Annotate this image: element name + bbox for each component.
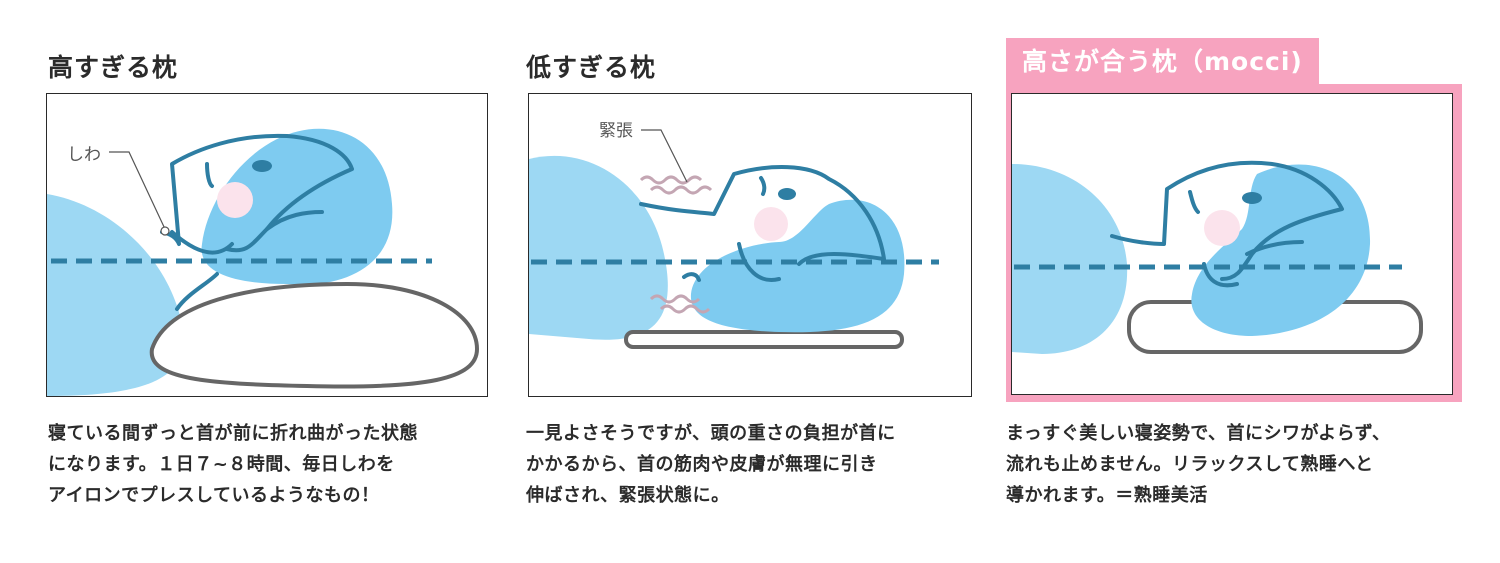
eye: [252, 160, 272, 172]
description-line: 流れも止めません。リラックスして熟睡へと: [1006, 454, 1374, 475]
face-outline: [639, 165, 886, 266]
tension-wave: [659, 304, 711, 314]
illustration-fitted-pillow: [1011, 93, 1453, 395]
description-line: 伸ばされ、緊張状態に。: [526, 485, 730, 506]
tension-wave: [649, 185, 713, 195]
cheek: [217, 182, 253, 218]
annotation-label: しわ: [67, 145, 101, 165]
head-shadow: [690, 199, 905, 333]
body-shape: [1012, 164, 1128, 354]
high-pillow: [149, 281, 480, 389]
description-line: 寝ている間ずっと首が前に折れ曲がった状態: [48, 423, 418, 444]
body-shape: [47, 194, 184, 396]
tension-wave: [639, 175, 703, 185]
eye: [778, 188, 796, 200]
annotation-label: 緊張: [599, 121, 633, 141]
panel-title-fitted-pillow: 高さが合う枕（mocci): [1006, 38, 1319, 84]
head-shadow: [1191, 164, 1371, 336]
description-line: 一見よさそうですが、頭の重さの負担が首に: [526, 423, 896, 444]
cheek: [754, 207, 788, 241]
panel-title-high-pillow: 高すぎる枕: [48, 53, 179, 82]
illustration-high-pillow: しわ: [46, 93, 488, 397]
panel-description-low-pillow: 一見よさそうですが、頭の重さの負担が首に かかるから、首の筋肉や皮膚が無理に引き…: [526, 418, 896, 511]
cheek: [1204, 210, 1240, 246]
description-line: アイロンでプレスしているようなもの！: [48, 485, 380, 506]
description-line: 導かれます。＝熟睡美活: [1006, 485, 1208, 506]
panel-description-fitted-pillow: まっすぐ美しい寝姿勢で、首にシワがよらず、 流れも止めません。リラックスして熟睡…: [1006, 418, 1391, 511]
panel-title-low-pillow: 低すぎる枕: [526, 53, 657, 82]
description-line: まっすぐ美しい寝姿勢で、首にシワがよらず、: [1006, 423, 1391, 444]
eye: [1242, 192, 1262, 204]
low-pillow: [624, 330, 904, 349]
panel-description-high-pillow: 寝ている間ずっと首が前に折れ曲がった状態 になります。１日７~８時間、毎日しわを…: [48, 418, 418, 511]
illustration-low-pillow: 緊張: [528, 93, 972, 397]
face-outline: [1110, 160, 1344, 281]
body-shape: [529, 155, 668, 340]
description-line: かかるから、首の筋肉や皮膚が無理に引き: [526, 454, 878, 475]
description-line: になります。１日７~８時間、毎日しわを: [48, 454, 395, 475]
tension-wave: [649, 294, 701, 304]
